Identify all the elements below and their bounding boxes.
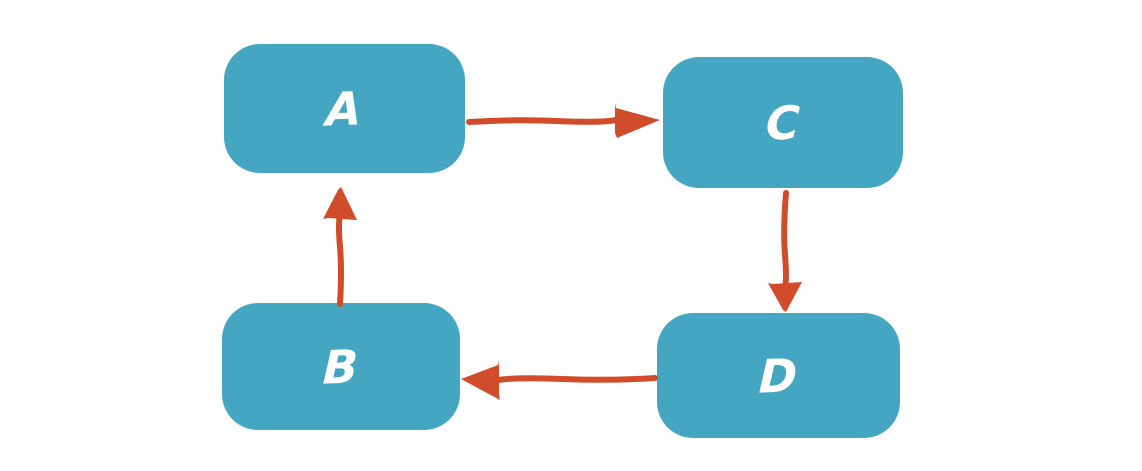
- node-D: D: [657, 313, 900, 438]
- node-B: B: [222, 303, 460, 430]
- arrow-C-to-D-icon: [768, 190, 802, 312]
- node-D-label: D: [757, 347, 800, 404]
- node-C-label: C: [764, 94, 802, 151]
- node-C: C: [663, 57, 903, 188]
- arrow-B-to-A-icon: [323, 187, 357, 307]
- arrow-A-to-C-icon: [466, 104, 660, 138]
- node-A: A: [224, 44, 465, 173]
- arrow-D-to-B-icon: [461, 360, 658, 400]
- node-B-label: B: [321, 338, 361, 395]
- node-A-label: A: [325, 80, 364, 137]
